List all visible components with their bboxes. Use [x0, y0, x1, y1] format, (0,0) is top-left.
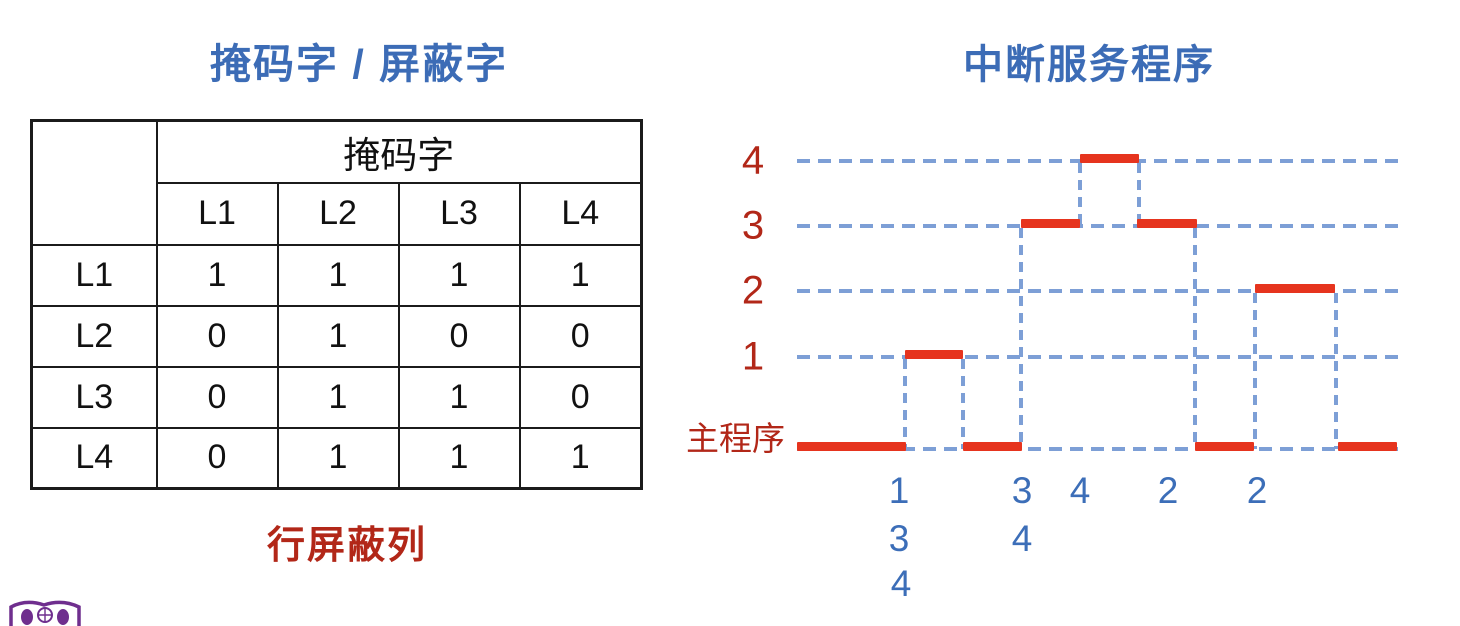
- cell-value: 1: [276, 243, 400, 307]
- corner-cell: [30, 119, 158, 246]
- cell-value: 0: [155, 365, 279, 429]
- execution-segment-main-2: [963, 442, 1022, 451]
- row-header-l1: L1: [30, 243, 158, 307]
- right-panel-title: 中断服务程序: [963, 43, 1215, 87]
- transition-dashed-line: [961, 359, 965, 449]
- request-mark: 2: [1157, 470, 1179, 511]
- execution-segment-level1: [905, 350, 963, 359]
- mask-word-span-header: 掩码字: [155, 119, 643, 184]
- col-header-l1: L1: [155, 181, 279, 246]
- table-row: L3 0 1 1 0: [30, 365, 643, 429]
- transition-dashed-line: [1193, 228, 1197, 449]
- execution-segment-level3-b: [1137, 219, 1197, 228]
- transition-dashed-line: [1078, 163, 1082, 226]
- request-mark: 4: [1069, 470, 1091, 511]
- level-1-dashed-line: [797, 355, 1405, 359]
- col-header-l4: L4: [518, 181, 643, 246]
- request-mark: 2: [1246, 470, 1268, 511]
- request-mark: 1: [888, 470, 910, 511]
- execution-segment-main-3: [1195, 442, 1254, 451]
- row-header-l4: L4: [30, 426, 158, 490]
- row-header-l3: L3: [30, 365, 158, 429]
- cell-value: 0: [397, 304, 521, 368]
- transition-dashed-line: [1334, 293, 1338, 449]
- execution-segment-main-4: [1338, 442, 1397, 451]
- col-header-l3: L3: [397, 181, 521, 246]
- table-row: L4 0 1 1 1: [30, 426, 643, 490]
- request-mark: 4: [1011, 518, 1033, 559]
- level-1-label: 1: [741, 334, 765, 379]
- main-program-label: 主程序: [686, 420, 785, 457]
- table-row: L2 0 1 0 0: [30, 304, 643, 368]
- transition-dashed-line: [1019, 228, 1023, 449]
- execution-segment-main-1: [797, 442, 906, 451]
- cell-value: 0: [155, 304, 279, 368]
- table-row: L1 1 1 1 1: [30, 243, 643, 307]
- execution-segment-level2: [1255, 284, 1335, 293]
- col-header-l2: L2: [276, 181, 400, 246]
- row-masks-column-caption: 行屏蔽列: [267, 525, 428, 567]
- cell-value: 1: [397, 365, 521, 429]
- execution-segment-level3-a: [1021, 219, 1080, 228]
- cell-value: 1: [518, 426, 643, 490]
- level-2-dashed-line: [797, 289, 1405, 293]
- level-3-label: 3: [741, 203, 765, 248]
- school-crest-logo: [9, 600, 81, 626]
- cell-value: 0: [155, 426, 279, 490]
- transition-dashed-line: [1253, 293, 1257, 449]
- transition-dashed-line: [1137, 163, 1141, 226]
- cell-value: 1: [397, 426, 521, 490]
- request-mark: 4: [890, 563, 912, 604]
- level-3-dashed-line: [797, 224, 1405, 228]
- cell-value: 0: [518, 304, 643, 368]
- cell-value: 1: [397, 243, 521, 307]
- cell-value: 1: [276, 365, 400, 429]
- cell-value: 1: [518, 243, 643, 307]
- mask-word-table: 掩码字 L1 L2 L3 L4 L1 1 1 1 1 L2 0 1 0 0 L3…: [30, 119, 643, 490]
- level-2-label: 2: [741, 268, 765, 313]
- cell-value: 1: [276, 426, 400, 490]
- level-4-label: 4: [741, 138, 765, 183]
- main-level-dashed-line: [797, 447, 1405, 451]
- cell-value: 1: [155, 243, 279, 307]
- request-mark: 3: [1011, 470, 1033, 511]
- cell-value: 0: [518, 365, 643, 429]
- request-mark: 3: [888, 518, 910, 559]
- cell-value: 1: [276, 304, 400, 368]
- execution-segment-level4: [1080, 154, 1139, 163]
- transition-dashed-line: [903, 359, 907, 449]
- left-panel-title: 掩码字 / 屏蔽字: [210, 41, 509, 87]
- row-header-l2: L2: [30, 304, 158, 368]
